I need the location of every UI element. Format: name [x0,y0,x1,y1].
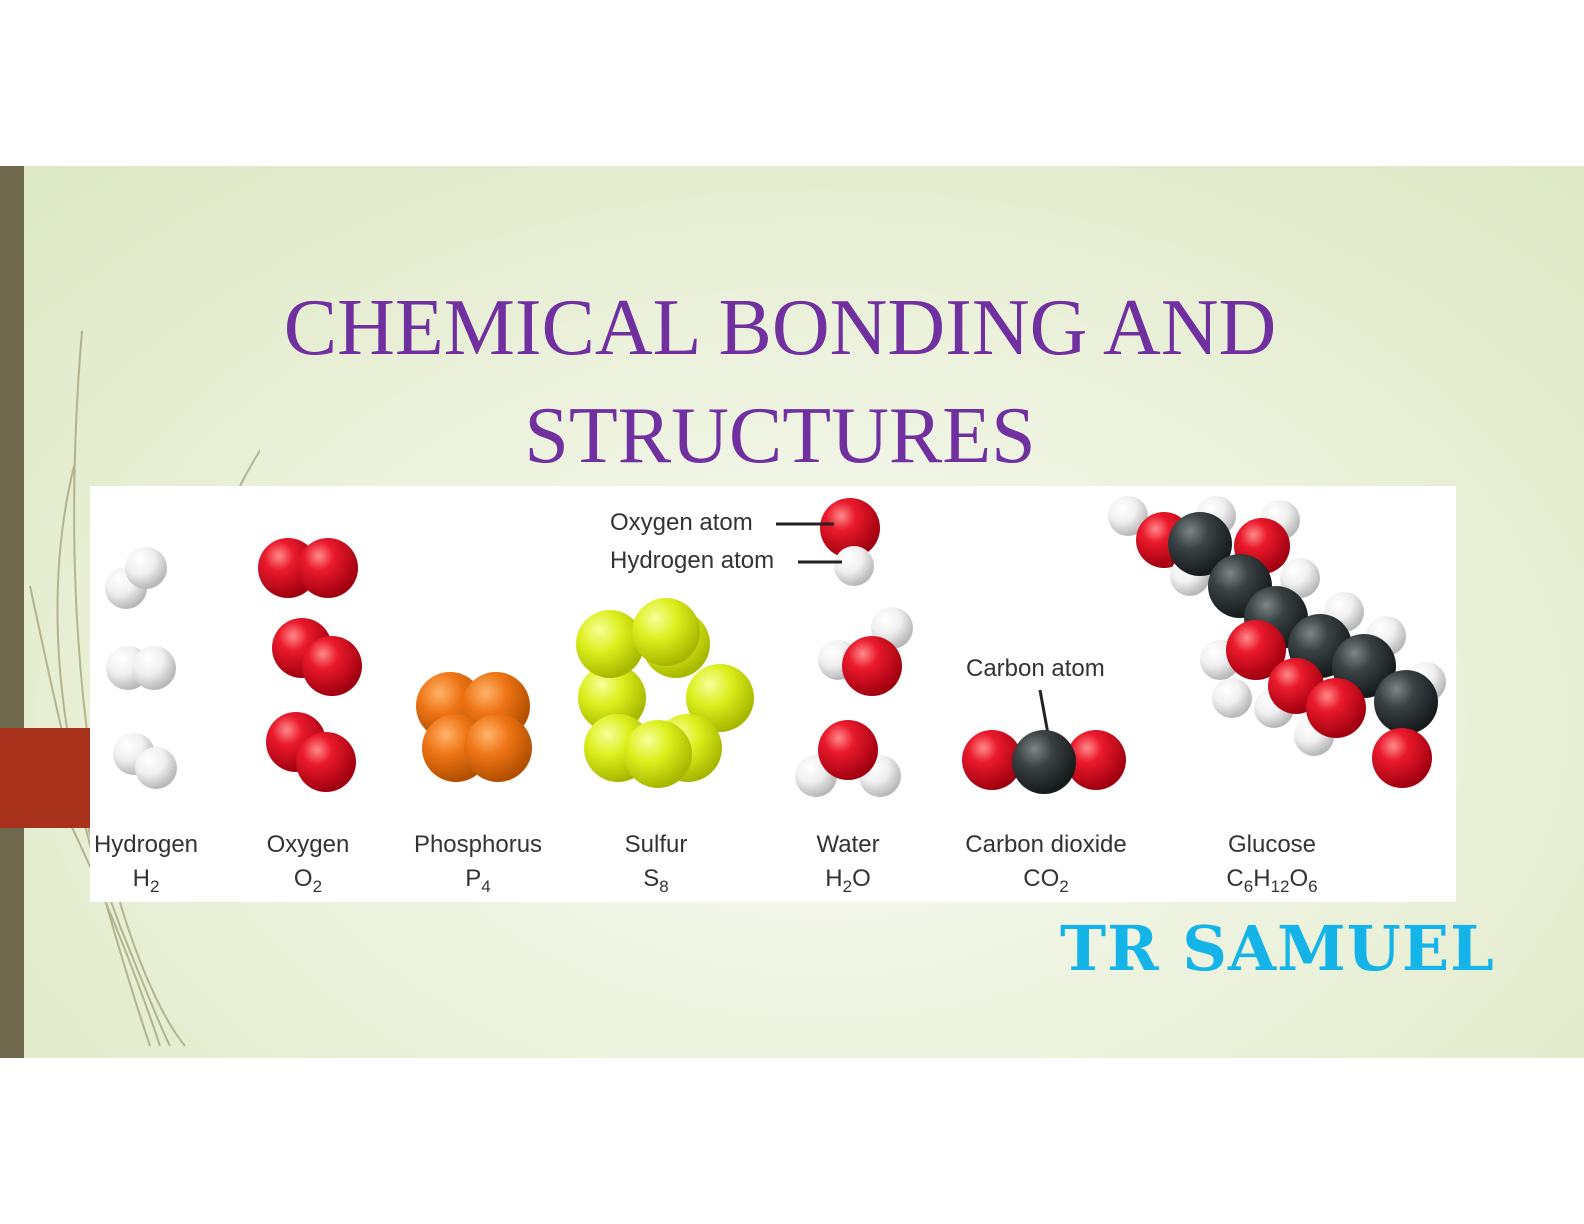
hydrogen-molecules [105,547,177,789]
phosphorus-molecule [416,672,532,782]
slide-title: CHEMICAL BONDING AND STRUCTURES [150,274,1410,490]
sulfur-molecule [576,598,754,788]
molecule-name-phosphorus: Phosphorus [414,831,542,858]
molecule-formula-water: H2O [825,865,870,896]
molecule-name-glucose: Glucose [1228,831,1316,858]
oxygen-atom-label: Oxygen atom [610,509,753,536]
molecule-formula-hydrogen: H2 [133,865,160,896]
left-accent-bar [0,166,24,1058]
carbon-dioxide-molecule [962,730,1126,794]
carbon-atom-pointer [1038,689,1050,735]
author-name: TR SAMUEL [1060,912,1495,985]
molecule-name-sulfur: Sulfur [625,831,688,858]
red-accent-block [0,728,90,828]
hydrogen-atom-label: Hydrogen atom [610,547,774,574]
oxygen-molecules [258,538,362,792]
molecule-labels: Hydrogen H2 Oxygen O2 Phosphorus P4 Sulf… [94,831,1318,896]
molecule-illustration: Oxygen atom Hydrogen atom Carbon atom [94,496,1446,896]
molecule-name-carbon-dioxide: Carbon dioxide [965,831,1126,858]
molecule-formula-sulfur: S8 [643,865,668,896]
molecule-formula-carbon-dioxide: CO2 [1023,865,1068,896]
slide: CHEMICAL BONDING AND STRUCTURES [0,166,1584,1058]
carbon-atom-label: Carbon atom [966,655,1105,682]
molecule-figure: Oxygen atom Hydrogen atom Carbon atom [90,486,1456,902]
legend-water-molecule [820,498,880,586]
molecule-name-water: Water [816,831,879,858]
glucose-molecule [1108,496,1446,788]
molecule-name-hydrogen: Hydrogen [94,831,198,858]
title-line-1: CHEMICAL BONDING AND [283,284,1277,372]
title-line-2: STRUCTURES [524,392,1036,480]
molecule-formula-oxygen: O2 [294,865,322,896]
molecule-name-oxygen: Oxygen [267,831,350,858]
water-molecules [795,607,913,797]
molecule-formula-glucose: C6H12O6 [1226,865,1317,896]
molecule-formula-phosphorus: P4 [465,865,490,896]
